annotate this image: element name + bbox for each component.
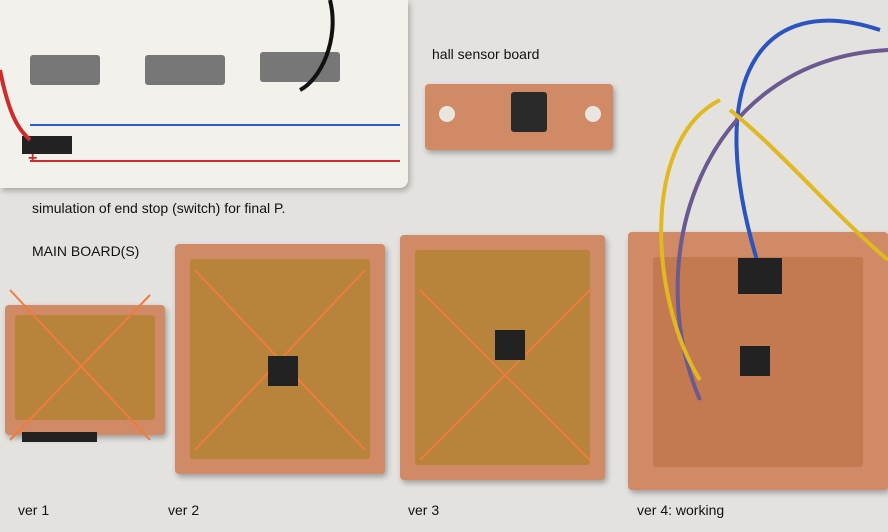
red-rail-line: [30, 160, 400, 162]
label-ver3: ver 3: [408, 502, 440, 518]
plus-mark: +: [28, 150, 38, 167]
wire-yellow-2: [728, 108, 888, 262]
mcu-ver3: [495, 330, 525, 360]
connector-ver4: [738, 258, 782, 294]
wire-blue: [734, 18, 881, 271]
label-ver1: ver 1: [18, 502, 50, 518]
connector: [22, 136, 72, 154]
wire-purple: [675, 48, 888, 401]
label-main-boards: MAIN BOARD(S): [32, 243, 140, 259]
switch-1: [30, 55, 100, 85]
cross-ver3-b: [419, 289, 591, 461]
wire-red: [0, 69, 32, 142]
mcu-ver2: [268, 356, 298, 386]
label-end-stop: simulation of end stop (switch) for fina…: [32, 200, 286, 216]
pin-header: [22, 432, 97, 442]
switch-2: [145, 55, 225, 85]
label-ver4: ver 4: working: [637, 502, 725, 518]
label-ver2: ver 2: [168, 502, 200, 518]
wire-yellow: [659, 98, 721, 382]
cross-ver1-a: [9, 289, 151, 441]
label-hall-sensor: hall sensor board: [432, 46, 540, 62]
cross-ver1-b: [9, 294, 151, 441]
hall-sensor-board: [425, 84, 613, 150]
wire-black: [298, 0, 335, 92]
mcu-ver4: [740, 346, 770, 376]
blue-rail-line: [30, 124, 400, 126]
minus-mark: -: [395, 116, 401, 133]
board-ver1: [5, 305, 165, 435]
hall-sensor-chip: [511, 92, 547, 132]
